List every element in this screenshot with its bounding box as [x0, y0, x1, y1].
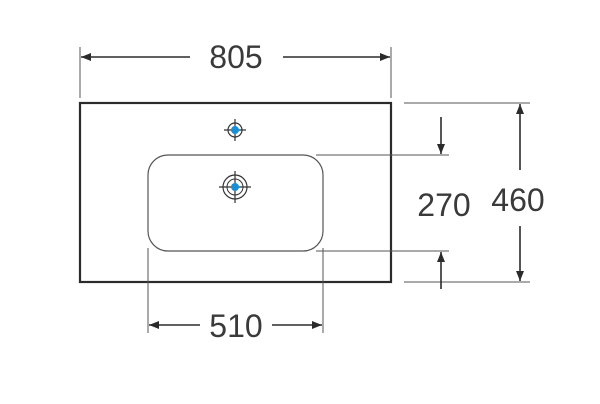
basin-outline [147, 154, 324, 252]
width-dimension: 805 [79, 39, 392, 98]
bowl-depth-dimension: 270 [316, 117, 471, 289]
bowl-width-dimension: 510 [147, 248, 324, 344]
bowl-width-label: 510 [209, 308, 262, 344]
width-label: 805 [209, 39, 262, 75]
bowl-depth-label: 270 [417, 187, 470, 223]
tap-hole-icon [224, 119, 246, 141]
countertop-outline [78, 101, 393, 284]
depth-dimension: 460 [404, 102, 545, 283]
drain-icon [219, 171, 251, 203]
depth-label: 460 [491, 182, 544, 218]
